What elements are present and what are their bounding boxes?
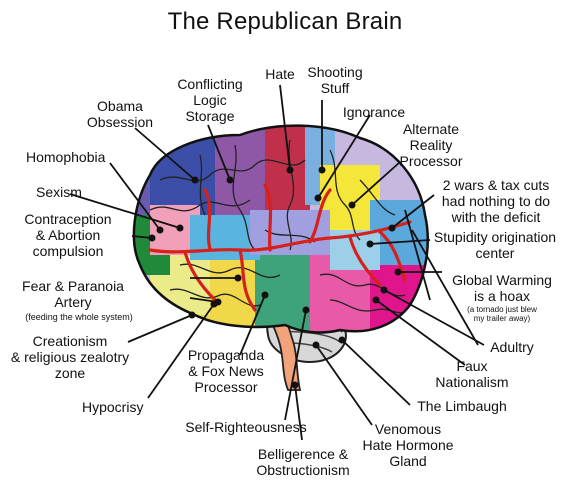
brain-outline <box>132 124 429 334</box>
label-hypocrisy: Hypocrisy <box>82 399 144 415</box>
page-title: The Republican Brain <box>167 8 403 35</box>
leader-dots <box>148 166 402 389</box>
label-belligerence-obstructionism: Belligerence &Obstructionism <box>256 446 350 478</box>
label-homophobia: Homophobia <box>26 149 106 165</box>
label-fear-note: (feeding the whole system) <box>25 312 133 322</box>
leader-lines <box>69 84 485 441</box>
label-self-righteousness: Self-Righteousness <box>185 419 307 435</box>
label-ignorance: Ignorance <box>342 104 406 120</box>
label-hate: Hate <box>265 66 295 82</box>
label-the-limbaugh: The Limbaugh <box>417 398 507 414</box>
label-sexism: Sexism <box>36 184 82 200</box>
label-adultry: Adultry <box>490 339 534 355</box>
